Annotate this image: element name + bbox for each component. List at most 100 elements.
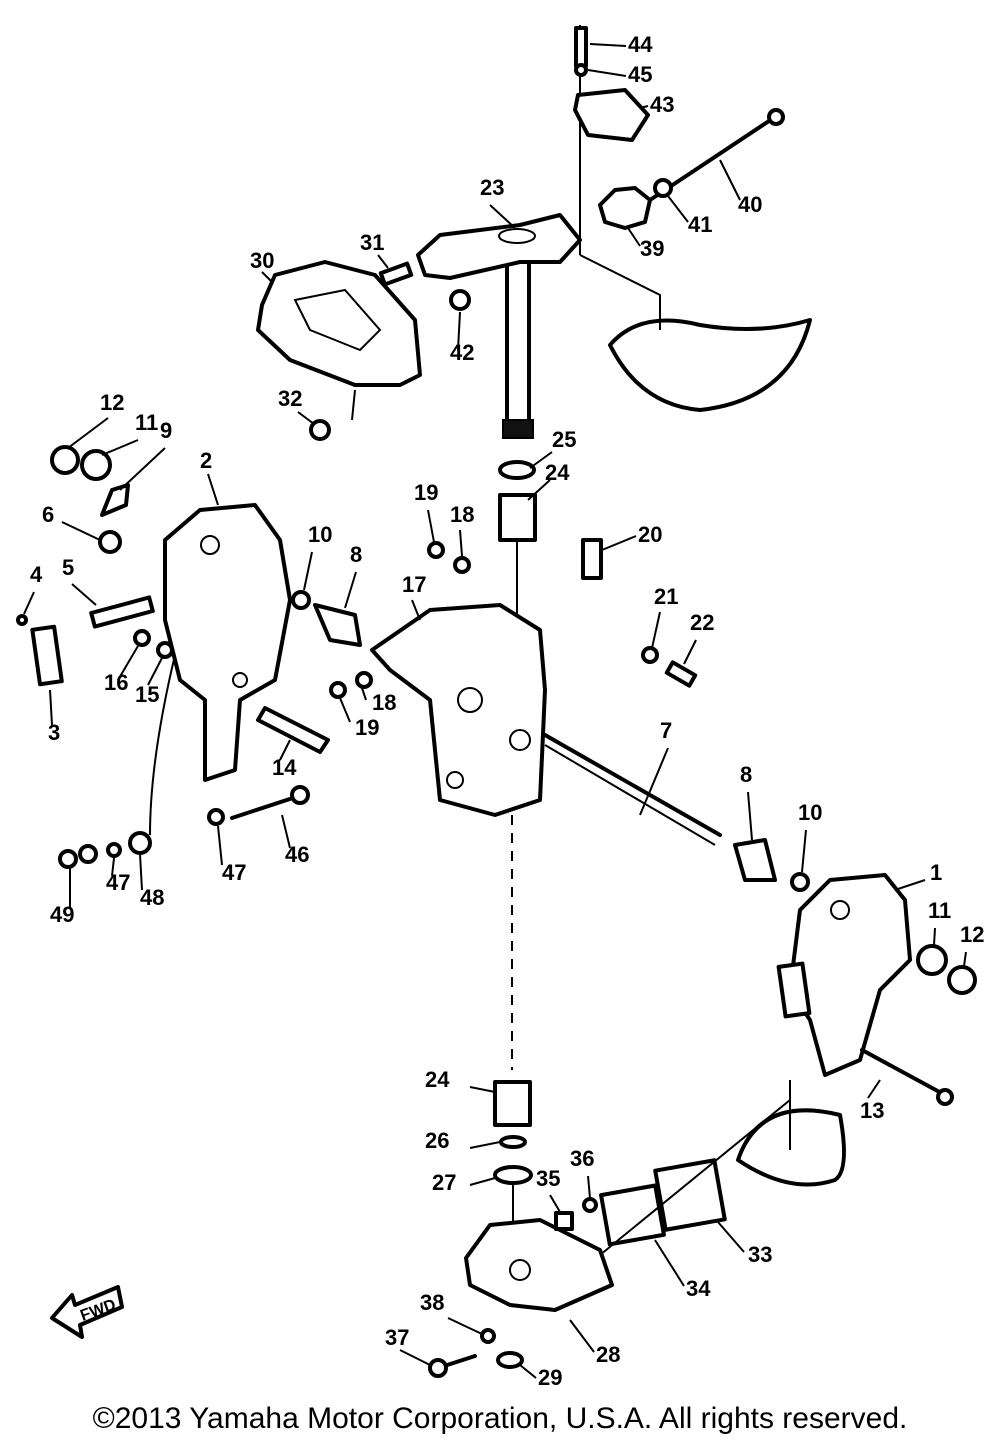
washer-47-lower — [106, 842, 122, 858]
leader-line-34 — [654, 1239, 685, 1287]
nut-32 — [309, 419, 331, 441]
upper-mount-cap — [573, 88, 650, 142]
callout-label-12: 12 — [100, 390, 124, 415]
callout-label-13: 13 — [860, 1098, 884, 1123]
bolt-46 — [230, 793, 304, 820]
bolt-22 — [664, 660, 698, 688]
collar-19-upper — [427, 541, 445, 559]
handle-right — [776, 961, 812, 1019]
leader-line-14 — [279, 739, 291, 761]
nut-16 — [133, 629, 151, 647]
callout-label-21: 21 — [654, 584, 678, 609]
rubber-mount-39 — [598, 186, 652, 230]
washer-41 — [653, 178, 673, 198]
callout-label-19: 19 — [355, 715, 379, 740]
callout-label-42: 42 — [450, 340, 474, 365]
leader-line-41 — [667, 195, 689, 223]
leader-line-19 — [427, 509, 435, 543]
leader-line-35 — [549, 1194, 561, 1213]
callout-label-24: 24 — [545, 460, 570, 485]
callout-label-7: 7 — [660, 718, 672, 743]
lower-mount-hole — [509, 1259, 531, 1281]
leader-line-13 — [867, 1079, 881, 1099]
callout-label-27: 27 — [432, 1170, 456, 1195]
callout-label-2: 2 — [200, 448, 212, 473]
leader-line-30 — [261, 271, 273, 283]
plate-9 — [100, 483, 130, 517]
leader-line-16 — [117, 645, 139, 681]
leader-line-10 — [801, 829, 807, 873]
callout-label-32: 32 — [278, 386, 302, 411]
leader-upper-mount — [579, 254, 661, 330]
washer-25 — [498, 460, 536, 480]
leader-line-37 — [399, 1349, 433, 1367]
washer-26 — [499, 1135, 527, 1149]
swivel-bracket-17 — [370, 603, 547, 817]
callout-label-24: 24 — [425, 1067, 450, 1092]
nut-42 — [449, 289, 471, 311]
bolt-44 — [574, 26, 588, 68]
leader-lower-housing — [599, 1099, 791, 1256]
callout-label-38: 38 — [420, 1290, 444, 1315]
leader-line-24 — [469, 1086, 496, 1093]
leader-line-10 — [303, 551, 313, 591]
leader-line-1 — [894, 879, 926, 891]
leader-line-23 — [489, 204, 516, 229]
collar-18-upper — [453, 556, 471, 574]
callout-label-40: 40 — [738, 192, 762, 217]
callout-label-26: 26 — [425, 1128, 449, 1153]
callout-label-25: 25 — [552, 427, 576, 452]
callout-label-11: 11 — [928, 898, 951, 923]
leader-line-26 — [469, 1141, 501, 1149]
callout-label-3: 3 — [48, 720, 60, 745]
callout-label-31: 31 — [360, 230, 384, 255]
nut-35 — [554, 1211, 574, 1231]
leader-line-47 — [217, 825, 223, 866]
callout-label-16: 16 — [104, 670, 128, 695]
leader-line-32 — [297, 411, 315, 425]
washer-10-right — [790, 872, 810, 892]
handle-30 — [256, 260, 422, 387]
bolt-37-head — [428, 1358, 448, 1378]
collar-19-lower — [329, 681, 347, 699]
rubber-mount-33 — [653, 1158, 727, 1232]
nut-49-a — [58, 849, 78, 869]
bolt-13 — [860, 1048, 947, 1097]
callout-label-11: 11 — [135, 410, 158, 435]
callout-label-30: 30 — [250, 248, 274, 273]
callout-label-28: 28 — [596, 1342, 620, 1367]
callout-label-44: 44 — [628, 32, 653, 57]
leader-line-3 — [49, 689, 53, 726]
washer-36 — [582, 1197, 598, 1213]
shaft-spline — [502, 419, 534, 439]
callout-label-10: 10 — [308, 522, 332, 547]
callout-label-22: 22 — [690, 610, 714, 635]
washer-47-upper — [207, 808, 225, 826]
handle-3 — [30, 624, 64, 687]
steering-shaft-group — [256, 25, 812, 441]
pin-4 — [16, 614, 28, 626]
leader-line-2 — [207, 473, 219, 506]
plate-48 — [128, 831, 152, 855]
callout-label-19: 19 — [414, 480, 438, 505]
bolt-46-head — [290, 785, 310, 805]
steering-shaft — [505, 248, 531, 427]
callout-label-6: 6 — [42, 502, 54, 527]
left-clamp-group — [16, 445, 330, 869]
clamp-2-hole-lower — [232, 672, 248, 688]
leader-line-46 — [281, 814, 291, 849]
callout-label-47: 47 — [222, 860, 246, 885]
leader-line-17 — [411, 599, 421, 621]
callout-label-18: 18 — [450, 502, 474, 527]
leader-line-7 — [639, 747, 669, 816]
bushing-24-lower — [493, 1080, 532, 1127]
leader-line-39 — [627, 227, 641, 247]
leader-line-21 — [651, 611, 661, 649]
fwd-arrow-icon: FWD — [50, 1285, 124, 1339]
callout-label-29: 29 — [538, 1365, 562, 1390]
screw-5 — [89, 595, 155, 629]
leader-line-18 — [361, 687, 367, 701]
callout-label-43: 43 — [650, 92, 674, 117]
shaft-7-edge — [544, 744, 716, 846]
